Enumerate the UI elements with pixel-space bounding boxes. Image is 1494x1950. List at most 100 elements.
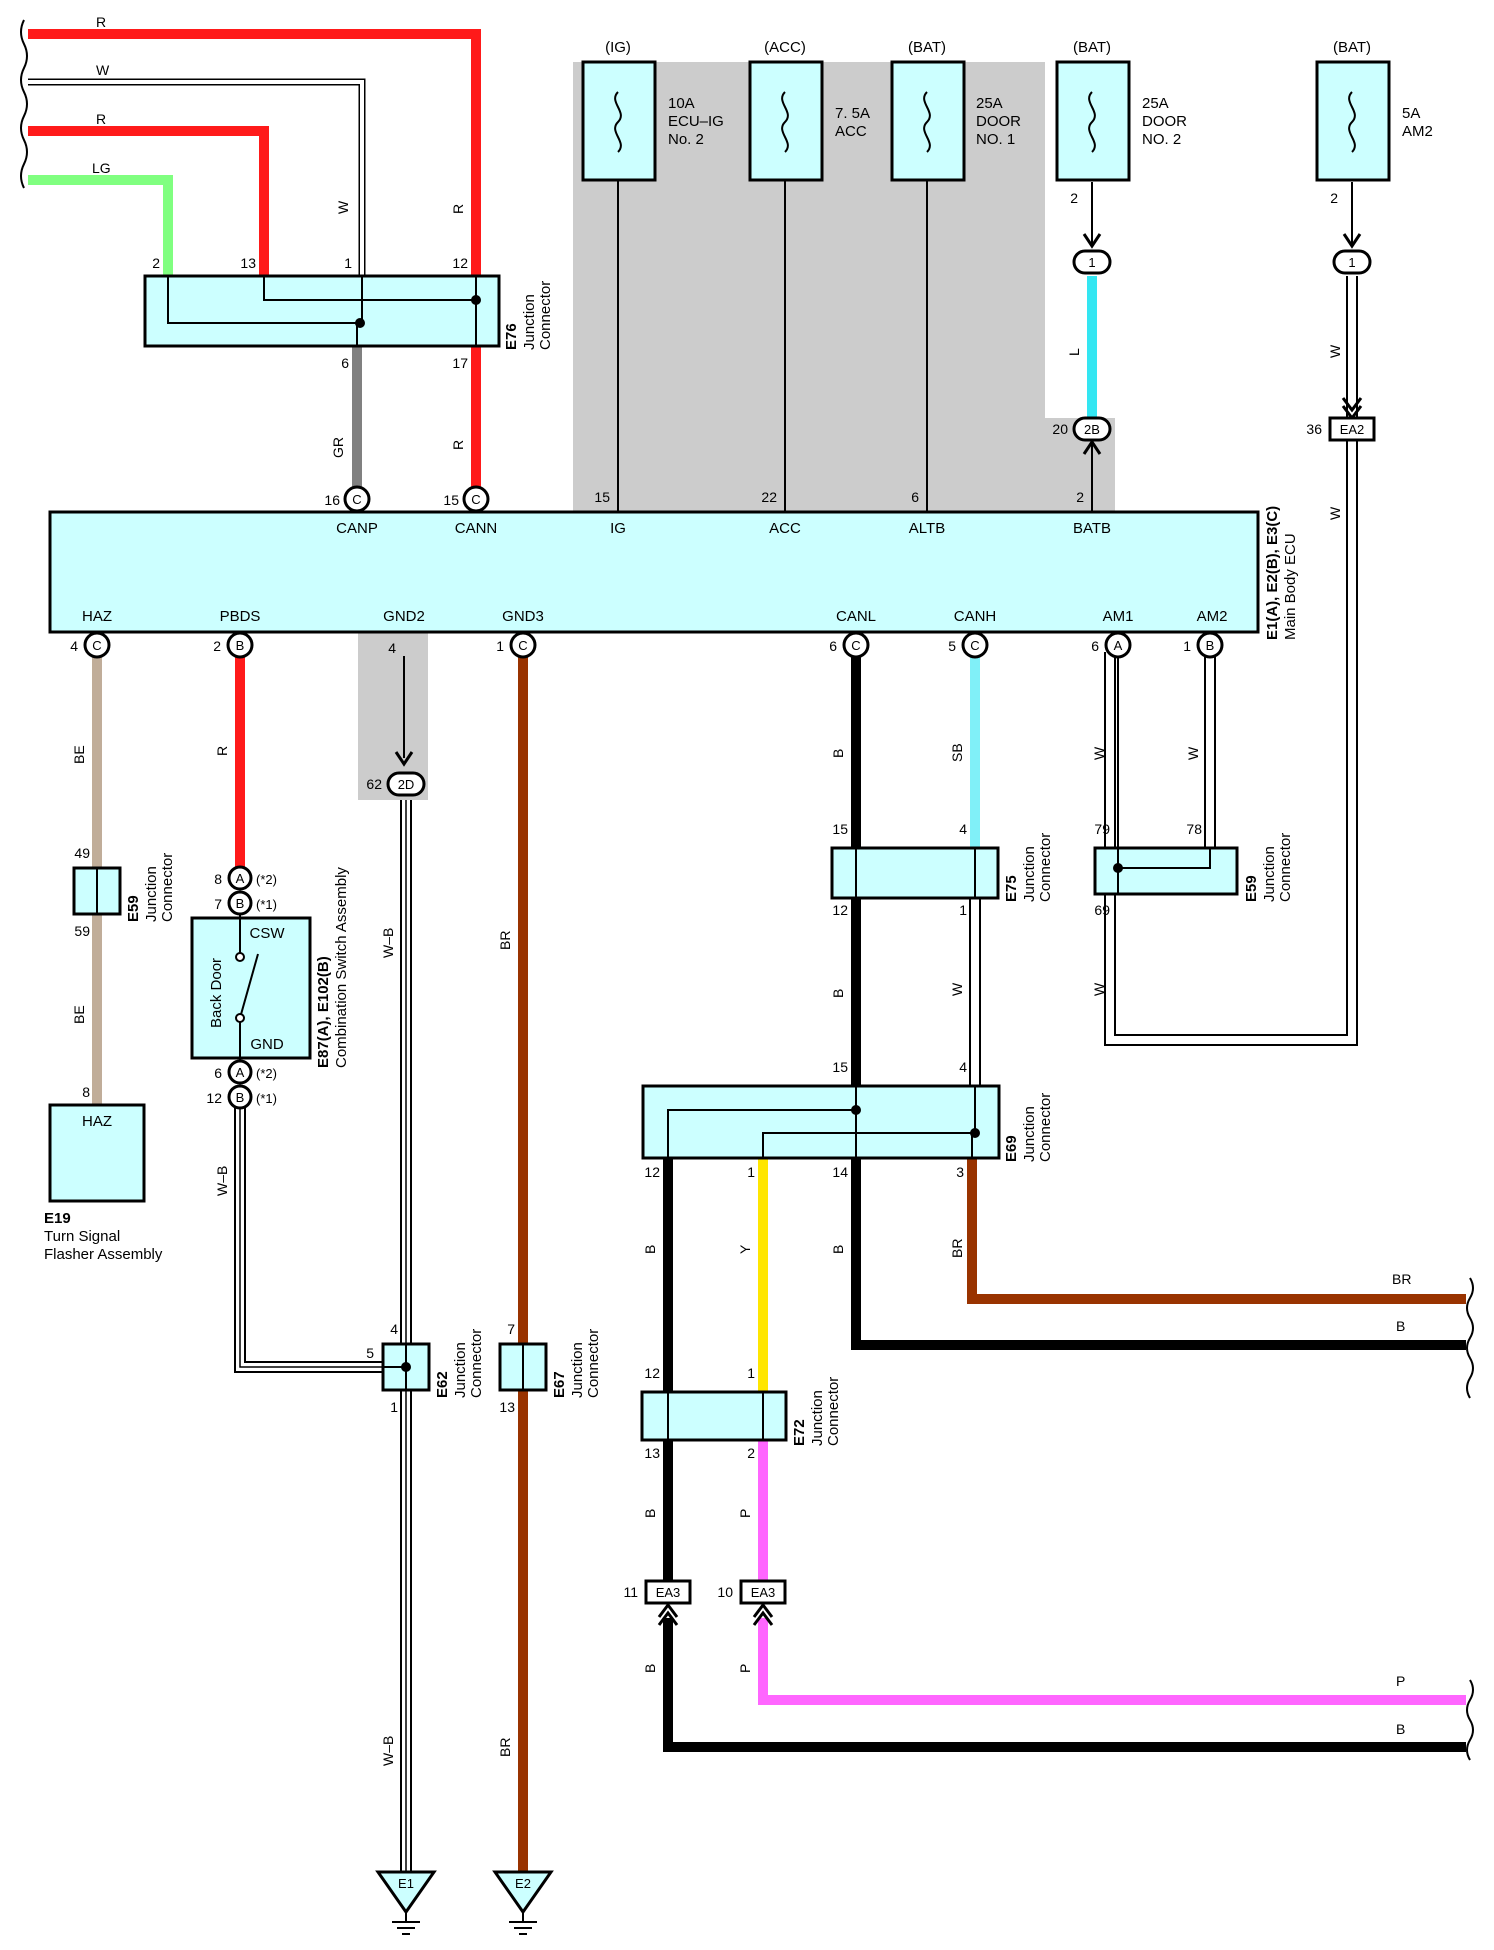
connector-code: E87(A), E102(B): [315, 956, 332, 1068]
plug-am2: [1332, 249, 1372, 275]
wire-wb-sw-outline: [234, 1100, 388, 1373]
connector-name-2: Connector: [1037, 833, 1054, 902]
pin-number: 2: [747, 1445, 755, 1461]
connector-name: Junction: [521, 294, 538, 350]
fuse-name: DOOR: [1142, 113, 1187, 130]
wire-br-right: [967, 1158, 1466, 1304]
fuse-rating: 5A: [1402, 105, 1420, 122]
fuse-box: [581, 60, 657, 182]
vertical-wire-labels: W R GR R L W W BE BE R W–B W–B W–B BR BR…: [71, 200, 1411, 1766]
wire-color-label: BR: [949, 1239, 965, 1258]
ecu-top-pins: C 16 CANP C 15 CANN 15 IG 22 ACC 6 ALTB …: [324, 485, 1111, 537]
wire-lg: [28, 175, 173, 276]
pin-number: 6: [214, 1065, 222, 1081]
connector-name-2: Connector: [468, 1329, 485, 1398]
splice-dot: [471, 295, 481, 305]
fuse-icon: [614, 91, 622, 153]
wire-color-label: W: [1091, 982, 1107, 996]
pin-number: 5: [948, 638, 956, 654]
pin-conn: A: [1114, 638, 1123, 653]
junction-trace: [167, 276, 357, 324]
connector-name: Junction: [809, 1390, 826, 1446]
fuse-am2: (BAT) 5A AM2: [1315, 39, 1433, 182]
connector-code: E67: [551, 1371, 568, 1398]
junction-box: [641, 1084, 1001, 1160]
connector-name: Junction: [1261, 846, 1278, 902]
pin-circle: [961, 631, 989, 659]
junction-e69: 15 4 12 1 14 3 E69 Junction Connector: [641, 1059, 1054, 1180]
wire-color-label: LG: [92, 160, 111, 176]
fuse-name: ECU–IG: [668, 113, 724, 130]
ground-label: E1: [398, 1876, 414, 1891]
grounds: E1 E2: [375, 1870, 554, 1935]
combination-switch: A 8 (*2) B 7 (*1) CSW GND Back Door A 6 …: [190, 865, 350, 1110]
pin-conn: C: [92, 638, 101, 653]
wire-w: [28, 80, 364, 276]
break-marks: [20, 19, 1474, 1761]
splice-dot: [401, 1362, 411, 1372]
wire-color-label: W: [1091, 746, 1107, 760]
pin-name: CANP: [336, 520, 378, 537]
pin-number: 1: [747, 1164, 755, 1180]
connector-code: E59: [1243, 875, 1260, 902]
wire-color-label: B: [830, 989, 846, 998]
pin-name: AM1: [1103, 608, 1134, 625]
main-body-ecu: C 16 CANP C 15 CANN 15 IG 22 ACC 6 ALTB …: [48, 485, 1299, 659]
pin-number: 7: [507, 1321, 515, 1337]
fuse-door1: (BAT) 25A DOOR NO. 1: [890, 39, 1021, 182]
pin-number: 59: [74, 923, 90, 939]
fuses: (IG) 10A ECU–IG No. 2 (ACC) 7. 5A ACC (B…: [581, 39, 1433, 206]
double-arrow-icon: [657, 1602, 679, 1626]
connector-code: E75: [1003, 875, 1020, 902]
pin-number: 1: [496, 638, 504, 654]
ground-e2: E2: [492, 1870, 554, 1935]
junction-label: E72 Junction Connector: [791, 1377, 842, 1446]
connector-name: Junction: [143, 866, 160, 922]
pin-number: 1: [390, 1399, 398, 1415]
fuse-icon: [1088, 91, 1096, 153]
wire-color-label: W–B: [380, 928, 396, 958]
connector-name: Combination Switch Assembly: [333, 867, 350, 1068]
splice-dot: [355, 318, 365, 328]
connector-code: E69: [1003, 1135, 1020, 1162]
wire-color-label: R: [96, 14, 106, 30]
pin-number: 14: [832, 1164, 848, 1180]
pin-number: 12: [644, 1365, 660, 1381]
pin-number: 12: [832, 902, 848, 918]
pin-number: 12: [644, 1164, 660, 1180]
double-arrow-icon: [752, 1602, 774, 1626]
component-name: Turn Signal: [44, 1228, 120, 1245]
inline-label: 2D: [398, 777, 415, 792]
junction-trace: [667, 1109, 856, 1158]
fuse-icon: [781, 91, 789, 153]
junction-trace: [762, 1132, 975, 1158]
pin-number: 69: [1094, 902, 1110, 918]
turn-signal-flasher: 8 HAZ E19 Turn Signal Flasher Assembly: [44, 1084, 163, 1263]
junction-label: E75 Junction Connector: [1003, 833, 1054, 902]
junction-label: E59 Junction Connector: [1243, 833, 1294, 902]
connector-name-2: Connector: [159, 853, 176, 922]
wire-color-label: B: [830, 749, 846, 758]
wire-color-label: B: [642, 1245, 658, 1254]
pin-circle: [1104, 631, 1132, 659]
wire-am-loop-outline: [1104, 276, 1358, 1046]
fuse-source: (BAT): [1073, 39, 1111, 56]
splice-dot: [970, 1128, 980, 1138]
pin-circle: [83, 631, 111, 659]
fuse-source: (ACC): [764, 39, 806, 56]
junction-trace: [1118, 848, 1211, 869]
switch-lever-icon: [239, 953, 259, 1019]
fuse-name-2: NO. 1: [976, 131, 1015, 148]
wire-color-label: B: [1396, 1318, 1405, 1334]
pin-number: 36: [1306, 421, 1322, 437]
pin-conn: C: [851, 638, 860, 653]
wire-am-loop: [1106, 276, 1356, 1044]
pin-conn: C: [471, 492, 480, 507]
pin-circle: [509, 631, 537, 659]
pin-conn: B: [236, 896, 245, 911]
fuse-rating: 25A: [1142, 95, 1169, 112]
plug-arrow-icon: [394, 751, 414, 767]
pin-number: 49: [74, 845, 90, 861]
switch-contact: [235, 952, 245, 962]
top-wire-labels: R W R LG: [92, 14, 111, 176]
